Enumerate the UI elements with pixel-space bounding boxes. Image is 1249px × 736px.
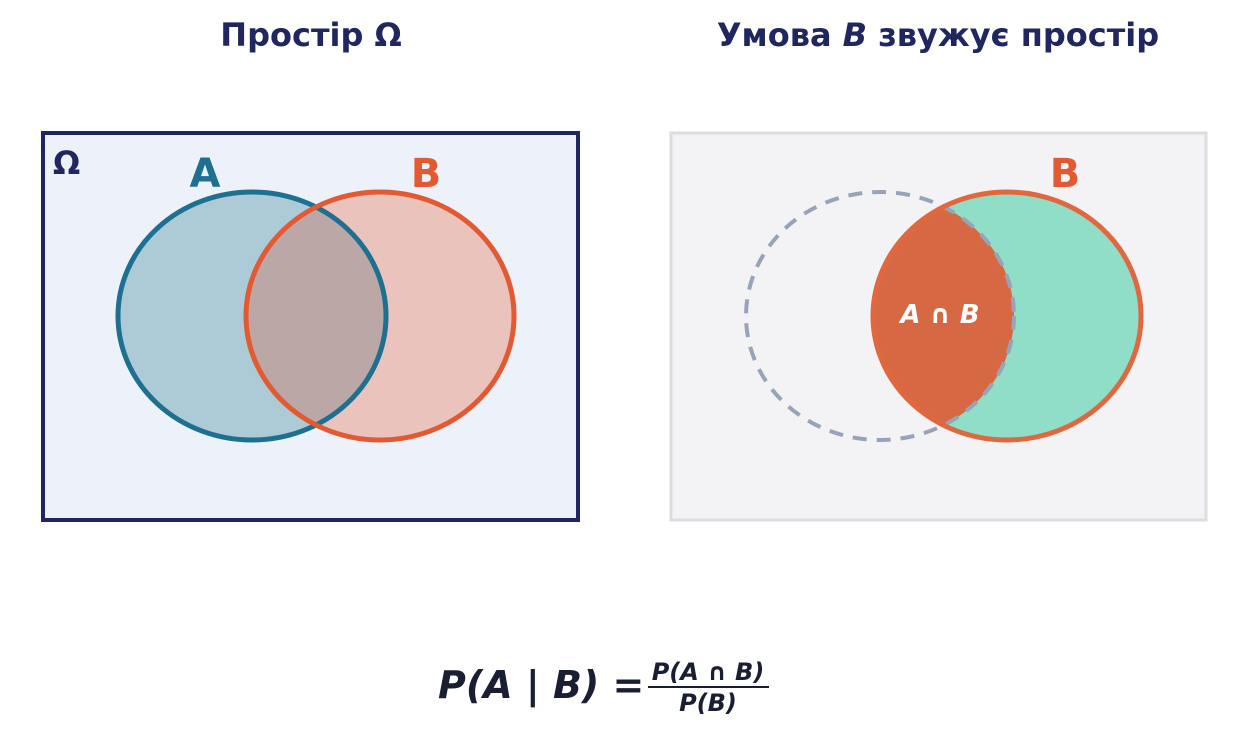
set-a-dashed-outline [744,190,1016,442]
set-b-label-right: B [1050,151,1081,197]
overlap-region [246,192,386,440]
intersection-region [873,192,1014,440]
omega-symbol: Ω [53,144,80,182]
left-venn-panel: Ω A B [41,131,580,522]
set-b-outline [243,189,517,443]
intersection-label: A ∩ B [898,300,979,330]
right-venn-panel: B A ∩ B [669,131,1208,522]
right-title-suffix: звужує простір [867,16,1159,54]
formula-denominator: P(B) [679,689,737,717]
left-panel-title: Простір Ω [220,16,401,54]
formula-numerator: P(A ∩ B) [652,658,765,686]
set-a-label: A [190,151,221,197]
right-panel-title: Умова B звужує простір [717,16,1159,54]
set-b-outline-right [870,189,1144,443]
set-b-label: B [411,151,442,197]
right-title-prefix: Умова [717,16,843,54]
conditional-probability-formula: P(A | B) = P(A ∩ B) P(B) [438,658,769,717]
right-title-var: B [843,16,867,54]
formula-lhs: P(A | B) = [438,663,644,708]
set-a-outline [115,189,389,443]
